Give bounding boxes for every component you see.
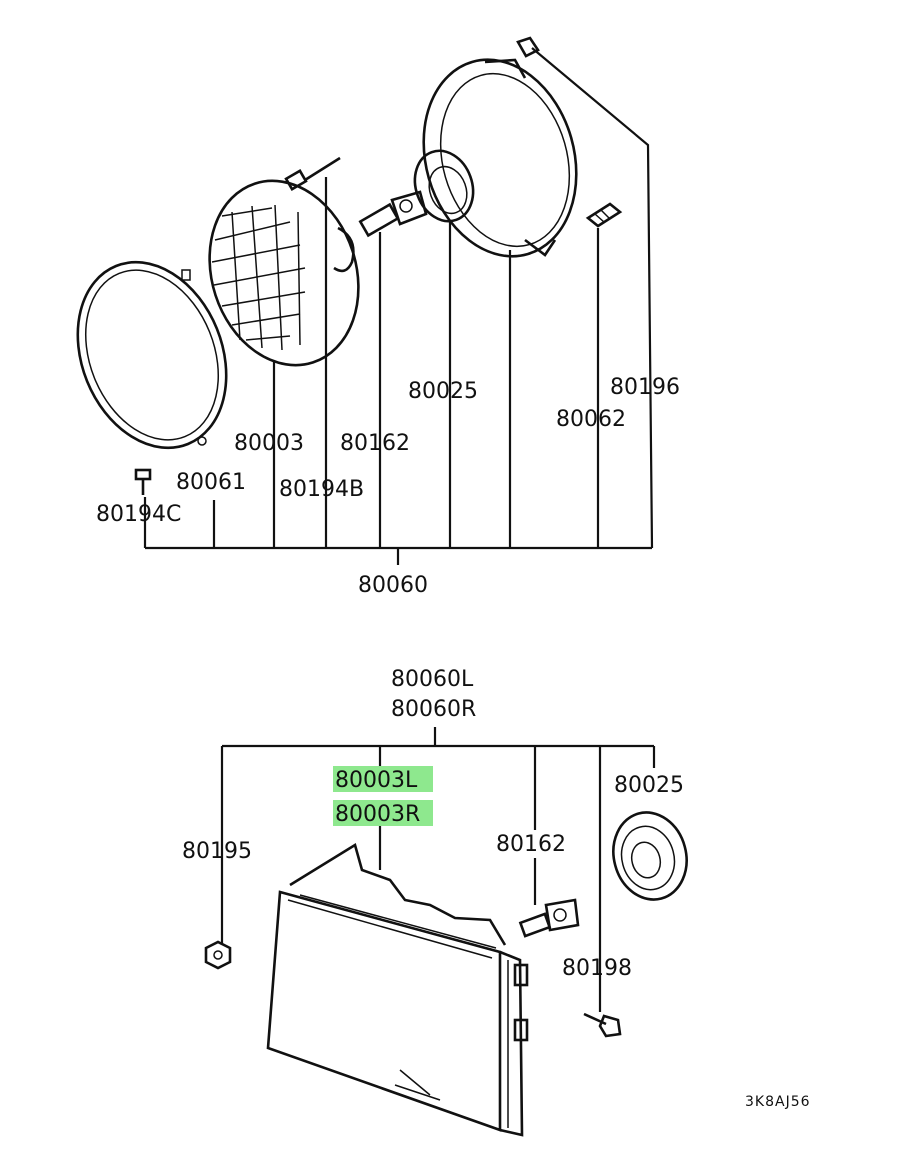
label-80060: 80060 bbox=[358, 573, 428, 598]
label-80060R: 80060R bbox=[391, 697, 476, 722]
nut-80195[interactable] bbox=[204, 940, 232, 970]
screw-80198[interactable] bbox=[583, 1012, 622, 1038]
bulb-bottom-80162[interactable] bbox=[518, 898, 580, 938]
diagram-code: 3K8AJ56 bbox=[745, 1094, 811, 1110]
label-80060L: 80060L bbox=[391, 667, 474, 692]
label-80003L: 80003L bbox=[335, 768, 418, 793]
screw-80194C[interactable] bbox=[134, 468, 152, 495]
label-80194B: 80194B bbox=[279, 477, 364, 502]
label-80162-top: 80162 bbox=[340, 431, 410, 456]
label-80025-top: 80025 bbox=[408, 379, 478, 404]
label-80196: 80196 bbox=[610, 375, 680, 400]
trim-ring[interactable] bbox=[51, 240, 253, 470]
label-80062: 80062 bbox=[556, 407, 626, 432]
adjuster-80062[interactable] bbox=[585, 202, 623, 228]
label-80162-bottom: 80162 bbox=[496, 832, 566, 857]
label-80061: 80061 bbox=[176, 470, 246, 495]
label-80003-top: 80003 bbox=[234, 431, 304, 456]
bottom-assembly: 80060L 80060R 80003L 80003R 80025 80195 … bbox=[182, 667, 811, 1137]
label-80194C: 80194C bbox=[96, 502, 181, 527]
label-80195: 80195 bbox=[182, 839, 252, 864]
retainer-ring-80025-bottom[interactable] bbox=[604, 804, 696, 908]
label-80025-bottom: 80025 bbox=[614, 773, 684, 798]
label-80198: 80198 bbox=[562, 956, 632, 981]
label-80003R: 80003R bbox=[335, 802, 420, 827]
bulb-top-80162[interactable] bbox=[358, 190, 428, 238]
retainer-ring-80025[interactable] bbox=[405, 143, 482, 230]
bottom-callout-lines bbox=[220, 727, 656, 1012]
housing-80196[interactable] bbox=[401, 36, 598, 275]
top-callout-lines bbox=[143, 47, 654, 565]
highlight-80003R bbox=[333, 800, 433, 826]
sealed-beam-lamp[interactable] bbox=[186, 161, 381, 384]
headlamp-assembly[interactable] bbox=[266, 842, 529, 1137]
screw-80194B[interactable] bbox=[284, 156, 341, 191]
highlight-80003L bbox=[333, 766, 433, 792]
top-assembly: 80003 80162 80025 80062 80196 80061 8019… bbox=[51, 36, 680, 598]
